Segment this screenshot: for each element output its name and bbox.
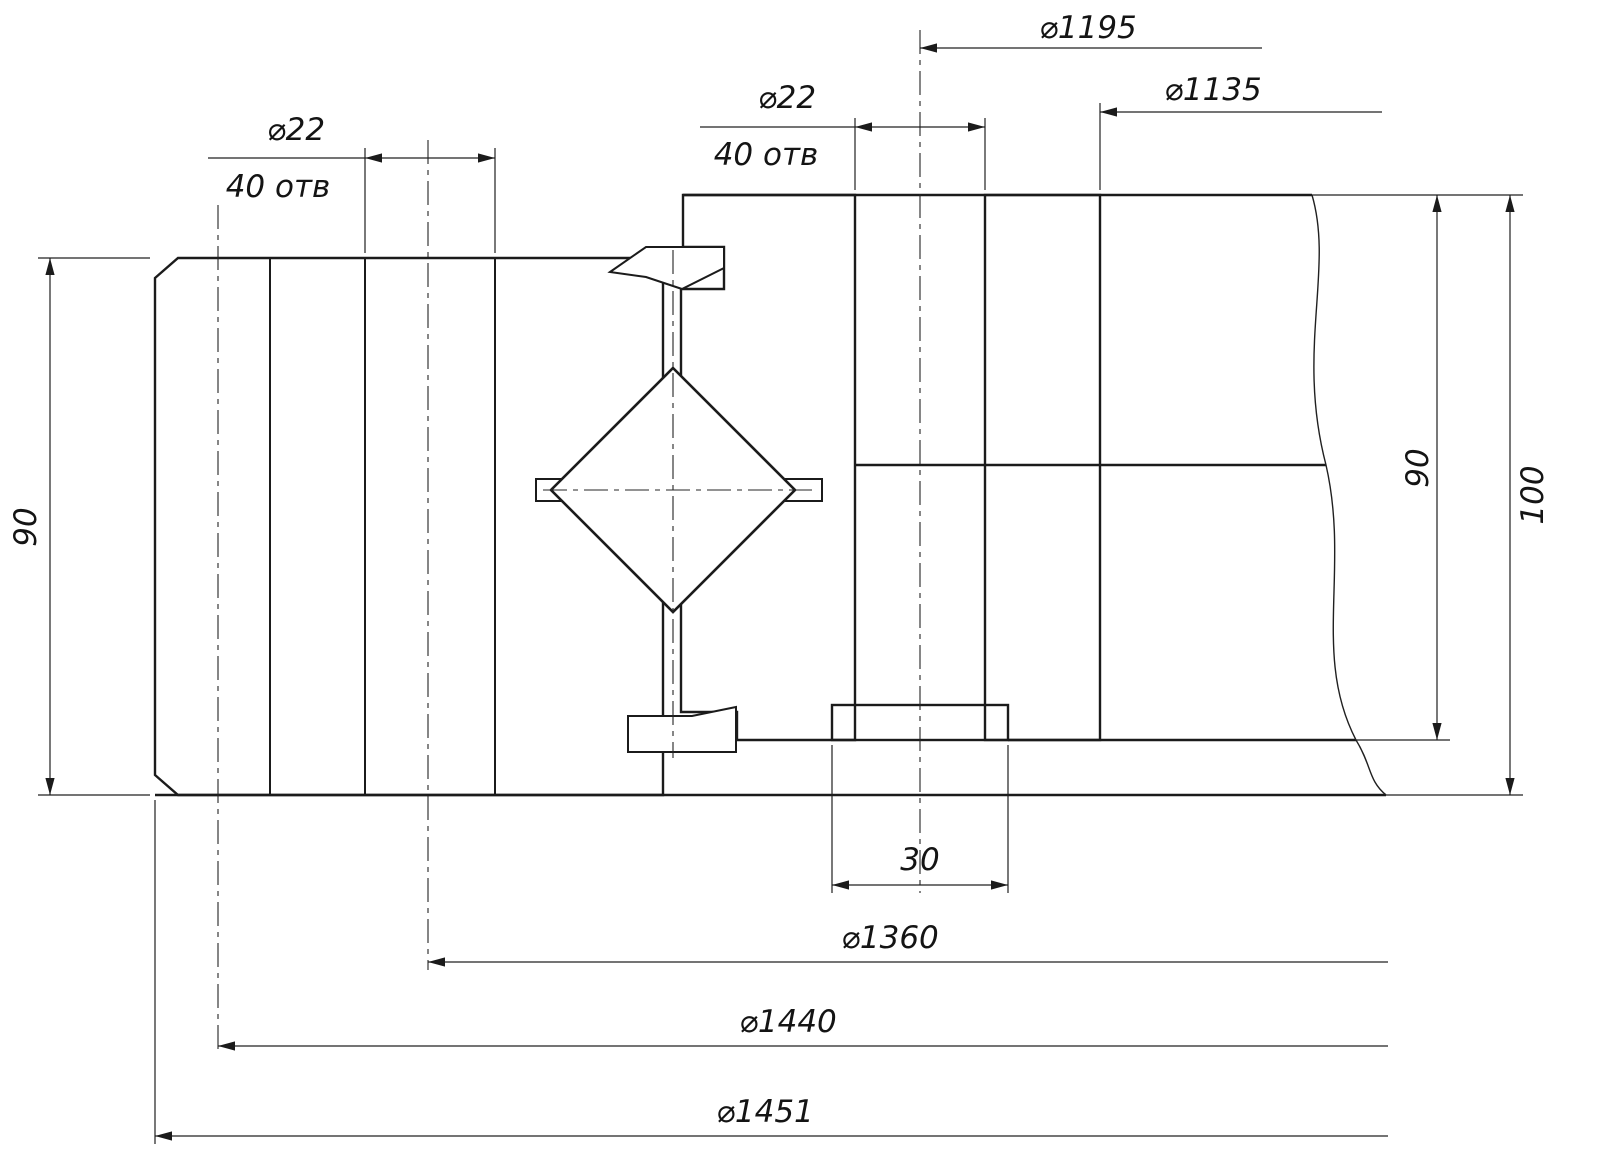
outer-ring-hatch-band [269, 257, 366, 796]
top-seal-base [610, 247, 724, 289]
label-d1195: ⌀1195 [1039, 10, 1137, 46]
dimension-labels: ⌀22 40 отв ⌀22 40 отв ⌀1195 ⌀1135 90 90 … [8, 10, 1551, 1130]
label-d1440: ⌀1440 [739, 1004, 837, 1040]
label-d22-left: ⌀22 [267, 112, 325, 148]
label-d22-right: ⌀22 [758, 80, 816, 116]
label-90-left: 90 [8, 507, 44, 546]
top-seal [607, 246, 725, 291]
seals [607, 246, 737, 753]
break-line-wavy [1311, 194, 1387, 796]
label-90-right: 90 [1400, 448, 1436, 487]
dimension-lines [45, 43, 1515, 1141]
extension-lines [38, 103, 1523, 1144]
centerlines [217, 30, 921, 1052]
label-d1360: ⌀1360 [841, 920, 939, 956]
label-d1135: ⌀1135 [1164, 72, 1262, 108]
bottom-seal-base [628, 707, 736, 752]
label-30: 30 [900, 842, 939, 878]
label-d1451: ⌀1451 [716, 1094, 814, 1130]
bottom-seal [627, 705, 737, 753]
inner-ring-hatch-right [983, 193, 1102, 742]
label-d22-left-qty: 40 отв [226, 169, 331, 205]
label-100: 100 [1515, 465, 1551, 524]
label-d22-right-qty: 40 отв [714, 137, 819, 173]
